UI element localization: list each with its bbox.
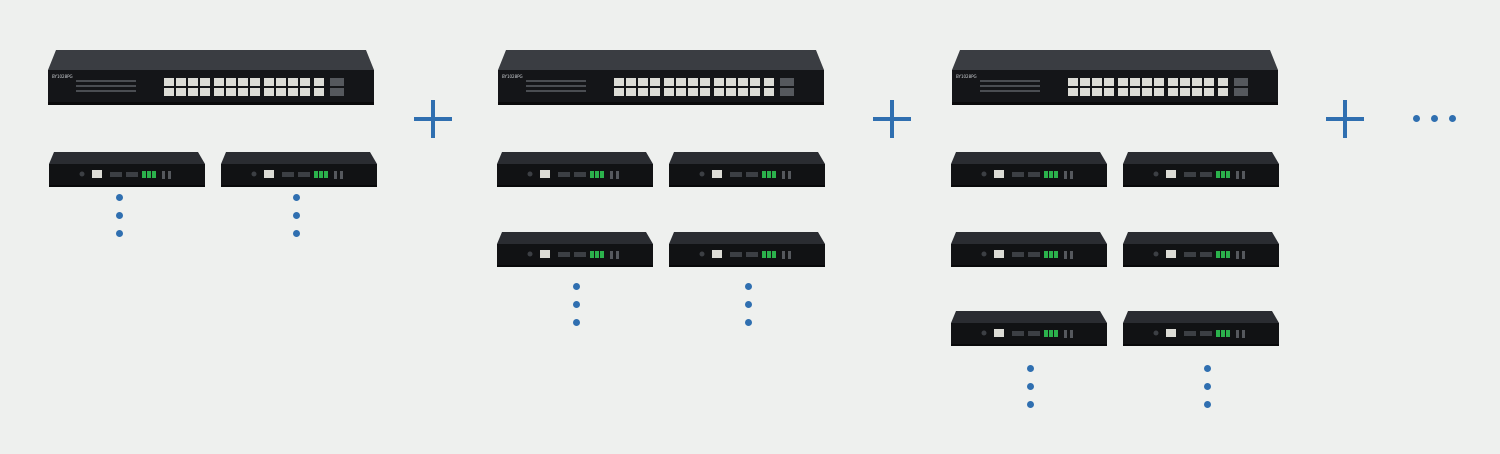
switch-model-label: BY1028PG	[52, 74, 73, 79]
switch-model-label: BY1028PG	[956, 74, 977, 79]
network-switch: BY1028PG	[496, 48, 826, 106]
decoder-graphic	[497, 232, 653, 267]
decoder-box	[1122, 311, 1280, 347]
decoder-box	[950, 311, 1108, 347]
decoder-graphic	[951, 311, 1107, 346]
network-switch: BY1028PG	[46, 48, 376, 106]
decoder-box	[496, 232, 654, 268]
decoder-graphic	[951, 152, 1107, 187]
decoder-box	[950, 152, 1108, 188]
plus-icon	[873, 100, 911, 138]
decoder-box	[1122, 152, 1280, 188]
decoder-box	[950, 232, 1108, 268]
switch-graphic: BY1028PG	[48, 50, 374, 105]
decoder-graphic	[1123, 311, 1279, 346]
switch-model-label: BY1028PG	[502, 74, 523, 79]
decoder-box	[1122, 232, 1280, 268]
decoder-box	[668, 232, 826, 268]
plus-icon	[1326, 100, 1364, 138]
decoder-graphic	[951, 232, 1107, 267]
decoder-graphic	[49, 152, 205, 187]
plus-icon	[414, 100, 452, 138]
network-switch: BY1028PG	[950, 48, 1280, 106]
decoder-box	[220, 152, 378, 188]
switch-graphic: BY1028PG	[498, 50, 824, 105]
decoder-graphic	[1123, 152, 1279, 187]
decoder-graphic	[669, 232, 825, 267]
decoder-graphic	[497, 152, 653, 187]
decoder-box	[496, 152, 654, 188]
decoder-graphic	[669, 152, 825, 187]
decoder-graphic	[1123, 232, 1279, 267]
decoder-graphic	[221, 152, 377, 187]
decoder-box	[48, 152, 206, 188]
decoder-box	[668, 152, 826, 188]
switch-graphic: BY1028PG	[952, 50, 1278, 105]
